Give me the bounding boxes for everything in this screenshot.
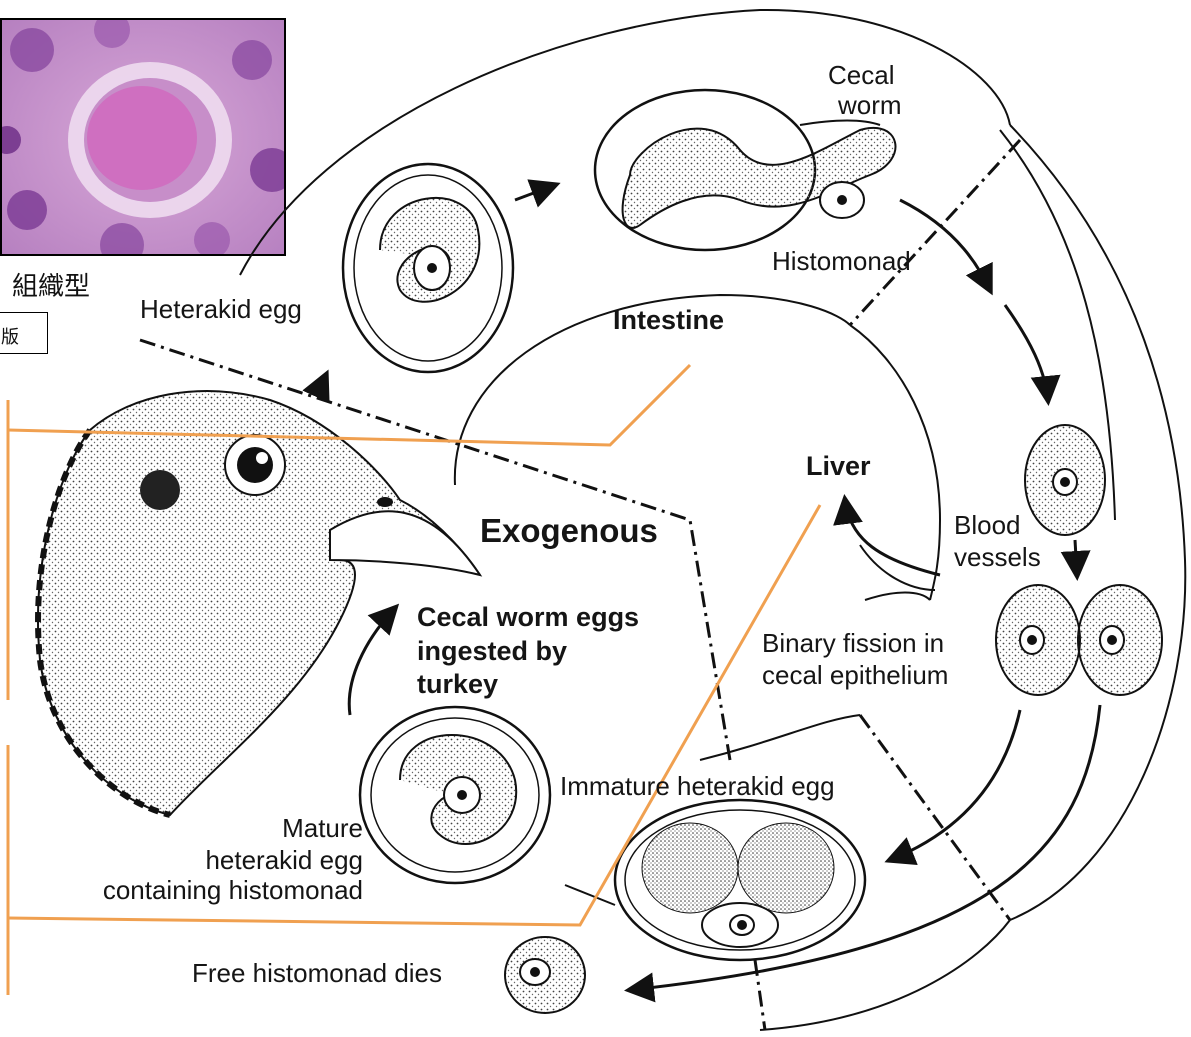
label-mature-2: heterakid egg [205,847,363,874]
label-histomonad: Histomonad [772,248,911,275]
label-immature-egg: Immature heterakid egg [560,773,835,800]
immature-egg-illustration [615,800,865,960]
free-histomonad-cell [505,937,585,1013]
label-exogenous: Exogenous [480,514,658,549]
label-mature-3: containing histomonad [103,877,363,904]
label-free-dies: Free histomonad dies [192,960,442,987]
label-heterakid-egg: Heterakid egg [140,296,302,323]
label-ingested-2: ingested by [417,637,567,665]
label-ingested-1: Cecal worm eggs [417,603,639,631]
label-binary-fission-1: Binary fission in [762,630,944,657]
label-mature-1: Mature [282,815,363,842]
label-intestine: Intestine [613,306,724,334]
label-blood: Blood [954,512,1021,539]
label-binary-fission-2: cecal epithelium [762,662,948,689]
label-worm: worm [838,92,902,119]
label-ingested-3: turkey [417,670,498,698]
label-cecal: Cecal [828,62,894,89]
heterakid-egg-illustration [343,164,513,372]
binary-fission-cells [996,585,1162,695]
mature-egg-illustration [360,707,550,883]
label-liver: Liver [806,452,871,480]
blood-histomonad-cell [1025,425,1105,535]
label-vessels: vessels [954,544,1041,571]
